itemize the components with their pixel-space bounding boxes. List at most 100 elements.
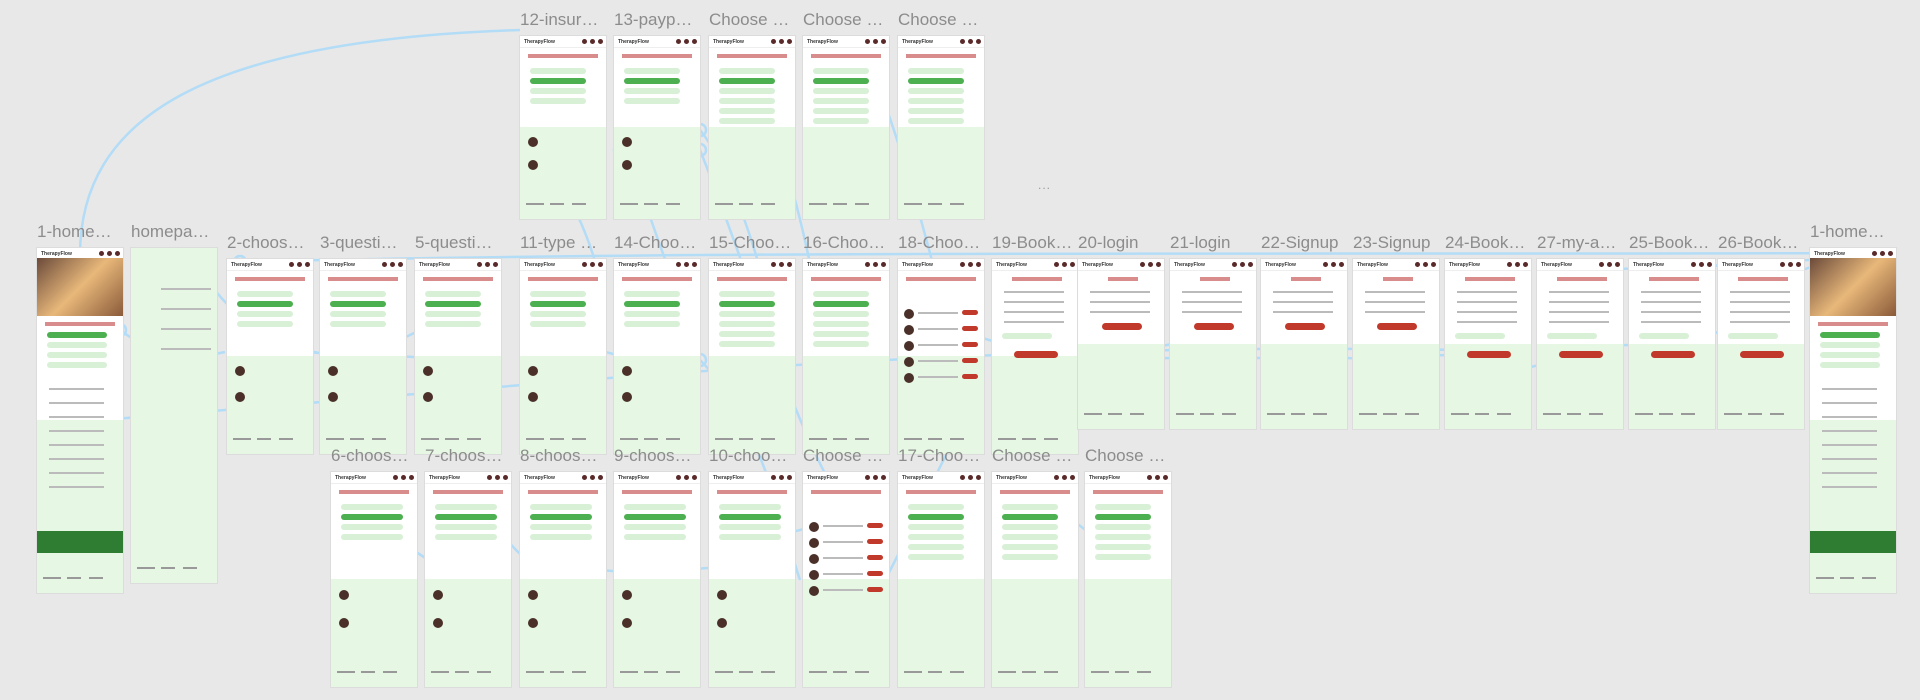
screen-frame-booking[interactable]: TherapyFlow <box>1629 259 1715 429</box>
frame-label[interactable]: 12-insur… <box>520 10 599 29</box>
option-pill <box>624 321 680 327</box>
screen-frame-home[interactable]: TherapyFlow <box>1810 248 1896 593</box>
screen-frame-booking[interactable]: TherapyFlow <box>1537 259 1623 429</box>
frame-label[interactable]: 3-questi… <box>320 233 398 252</box>
frame-label[interactable]: 13-payp… <box>614 10 693 29</box>
frame-label[interactable]: 5-questi… <box>415 233 493 252</box>
option-pill <box>719 311 775 317</box>
screen-frame-list[interactable]: TherapyFlow <box>803 472 889 687</box>
frame-label[interactable]: 22-Signup <box>1261 233 1339 252</box>
frame-label[interactable]: Choose … <box>1085 446 1166 465</box>
option-pill <box>719 68 775 74</box>
frame-label[interactable]: 7-choos… <box>425 446 503 465</box>
screen-frame-booking[interactable]: TherapyFlow <box>1718 259 1804 429</box>
frame-label[interactable]: 19-Book… <box>992 233 1073 252</box>
app-header: TherapyFlow <box>898 259 984 271</box>
screen-frame-country[interactable]: TherapyFlow <box>331 472 417 687</box>
frame-label[interactable]: Choose … <box>709 10 790 29</box>
screen-frame-filter[interactable]: TherapyFlow <box>898 472 984 687</box>
frame-label[interactable]: 11-type … <box>520 233 598 252</box>
screen-frame-country[interactable]: TherapyFlow <box>425 472 511 687</box>
option-pill <box>330 301 386 307</box>
screen-frame-country[interactable]: TherapyFlow <box>614 472 700 687</box>
input-field <box>1182 301 1242 303</box>
header-icon <box>590 39 595 44</box>
screen-frame-filter[interactable]: TherapyFlow <box>709 36 795 219</box>
header-icon <box>865 475 870 480</box>
confirm-button <box>1559 351 1603 358</box>
screen-frame-login[interactable]: TherapyFlow <box>1261 259 1347 429</box>
screen-frame-filter[interactable]: TherapyFlow <box>803 259 889 454</box>
screen-title <box>528 490 598 494</box>
screen-frame-form[interactable]: TherapyFlow <box>614 36 700 219</box>
frame-label[interactable]: 24-Book… <box>1445 233 1526 252</box>
footer-link <box>1659 413 1673 415</box>
frame-label[interactable]: 18-Choo… <box>898 233 981 252</box>
screen-frame-filter[interactable]: TherapyFlow <box>898 36 984 219</box>
frame-label[interactable]: 6-choos… <box>331 446 409 465</box>
screen-frame-filter[interactable]: TherapyFlow <box>992 472 1078 687</box>
screen-frame-login[interactable]: TherapyFlow <box>1170 259 1256 429</box>
frame-label[interactable]: 23-Signup <box>1353 233 1431 252</box>
screen-frame-form[interactable]: TherapyFlow <box>614 259 700 454</box>
screen-frame-filter[interactable]: TherapyFlow <box>709 259 795 454</box>
footer-link <box>1222 413 1236 415</box>
frame-label[interactable]: Choose … <box>803 446 884 465</box>
screen-frame-form[interactable]: TherapyFlow <box>520 259 606 454</box>
frame-label[interactable]: 27-my-a… <box>1537 233 1617 252</box>
frame-footer <box>992 671 1078 683</box>
screen-frame-filter[interactable]: TherapyFlow <box>803 36 889 219</box>
frame-label[interactable]: 1-home… <box>37 222 112 241</box>
frame-label[interactable]: 1-home… <box>1810 222 1885 241</box>
frame-label[interactable]: 26-Book… <box>1718 233 1799 252</box>
screen-title <box>717 277 787 281</box>
frame-label[interactable]: Choose … <box>898 10 979 29</box>
footer-link <box>572 203 586 205</box>
option-pill <box>624 534 686 540</box>
frame-label[interactable]: 16-Choo… <box>803 233 886 252</box>
header-icon <box>598 475 603 480</box>
screen-frame-home[interactable]: TherapyFlow <box>37 248 123 593</box>
header-icon <box>960 475 965 480</box>
frame-label[interactable]: homepa… <box>131 222 210 241</box>
header-icon <box>1156 262 1161 267</box>
footer-link <box>1567 413 1581 415</box>
booking-title <box>1465 277 1515 281</box>
frame-label[interactable]: 10-choo… <box>709 446 788 465</box>
frame-label[interactable]: Choose … <box>992 446 1073 465</box>
frame-label[interactable]: 8-choos… <box>520 446 598 465</box>
frame-label[interactable]: 21-login <box>1170 233 1231 252</box>
screen-frame-question[interactable]: TherapyFlow <box>415 259 501 454</box>
text-line <box>49 472 104 474</box>
screen-frame-booking[interactable]: TherapyFlow <box>992 259 1078 454</box>
frame-footer <box>425 671 511 683</box>
frame-label[interactable]: 9-choos… <box>614 446 692 465</box>
footer-link <box>928 671 942 673</box>
screen-frame-filter[interactable]: TherapyFlow <box>1085 472 1171 687</box>
screen-frame-question[interactable]: TherapyFlow <box>320 259 406 454</box>
screen-frame-country[interactable]: TherapyFlow <box>520 472 606 687</box>
frame-label[interactable]: Choose … <box>803 10 884 29</box>
app-header: TherapyFlow <box>803 36 889 48</box>
screen-frame-booking[interactable]: TherapyFlow <box>1445 259 1531 429</box>
frame-label[interactable]: 17-Choo… <box>898 446 981 465</box>
frame-label[interactable]: 14-Choo… <box>614 233 697 252</box>
story-avatar <box>423 366 433 376</box>
screen-frame-menu[interactable] <box>131 248 217 583</box>
footer-link <box>761 671 775 673</box>
footer-link <box>1770 413 1784 415</box>
screen-frame-list[interactable]: TherapyFlow <box>898 259 984 454</box>
header-icon <box>976 39 981 44</box>
frame-label[interactable]: 15-Choo… <box>709 233 792 252</box>
header-icon <box>598 262 603 267</box>
screen-frame-login[interactable]: TherapyFlow <box>1353 259 1439 429</box>
footer-link <box>950 203 964 205</box>
screen-frame-login[interactable]: TherapyFlow <box>1078 259 1164 429</box>
screen-frame-form[interactable]: TherapyFlow <box>520 36 606 219</box>
frame-label[interactable]: 20-login <box>1078 233 1139 252</box>
frame-label[interactable]: 2-choos… <box>227 233 305 252</box>
app-header: TherapyFlow <box>709 472 795 484</box>
frame-label[interactable]: 25-Book… <box>1629 233 1710 252</box>
screen-frame-choose[interactable]: TherapyFlow <box>227 259 313 454</box>
screen-frame-country[interactable]: TherapyFlow <box>709 472 795 687</box>
